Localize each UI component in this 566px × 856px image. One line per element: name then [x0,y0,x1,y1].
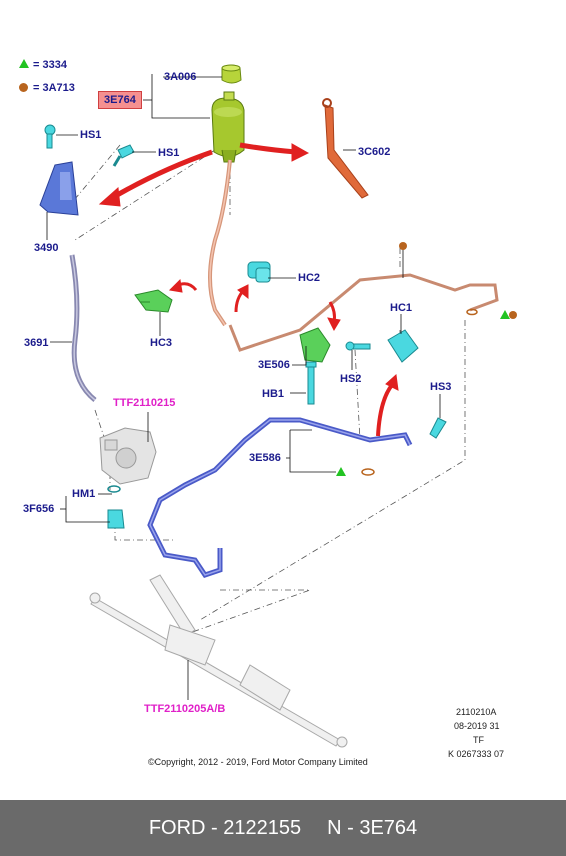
label-hm1: HM1 [72,488,96,500]
clip-hc2 [247,261,271,283]
label-3e586: 3E586 [249,452,281,464]
label-hc2: HC2 [298,272,321,284]
o-ring-hm1 [107,485,121,493]
label-3490: 3490 [34,242,59,254]
bracket-3e506 [299,327,331,363]
marker-3a713-right [509,311,517,319]
label-3c602: 3C602 [358,146,391,158]
label-3e764-highlighted: 3E764 [98,91,142,109]
fitting-3f656 [107,509,125,529]
clip-hc1 [387,329,419,363]
label-3f656: 3F656 [23,503,55,515]
label-hs1-mid: HS1 [158,147,180,159]
marker-3a713-top [399,242,407,250]
marker-3334-right [500,310,510,319]
bolt-hs3 [429,417,447,439]
parts-diagram: = 3334 = 3A713 3A006 3E764 HS1 HS1 3C602… [19,59,517,767]
footer-reference: N - 3E764 [327,816,418,839]
info-line-2: 08-2019 31 [454,721,500,731]
legend-label-3a713: = 3A713 [33,82,75,94]
label-ttf2110205ab: TTF2110205A/B [144,703,226,715]
footer-bar: FORD - 2122155 N - 3E764 [0,800,566,856]
label-hc1: HC1 [390,302,413,314]
label-hs1-top: HS1 [80,129,102,141]
legend-label-3334: = 3334 [33,59,67,71]
direction-arrows [98,142,399,437]
bolt-hs2 [345,341,371,351]
reservoir [211,91,245,163]
info-line-3: TF [473,735,484,745]
copyright-text: ©Copyright, 2012 - 2019, Ford Motor Comp… [148,757,368,767]
bolt-hs1-top [44,124,56,149]
label-hs3: HS3 [430,381,452,393]
legend-circle-icon [19,83,28,92]
bracket-3490 [39,161,79,216]
power-steering-pump [99,427,157,485]
info-line-4: K 0267333 07 [448,749,505,759]
bolt-hb1 [305,361,317,405]
label-hc3: HC3 [150,337,173,349]
label-hs2: HS2 [340,373,362,385]
return-pipe [228,273,499,352]
label-3691: 3691 [24,337,49,349]
label-3e506: 3E506 [258,359,290,371]
label-hb1: HB1 [262,388,285,400]
label-3a006: 3A006 [164,71,197,83]
pressure-hose-3e586 [147,417,413,578]
clip-hc3 [134,289,173,313]
legend-triangle-icon [19,59,29,68]
steering-rack [89,574,348,748]
label-ttf2110215: TTF2110215 [113,397,176,409]
footer-part-number: FORD - 2122155 [148,816,302,839]
leader-lines [46,74,441,700]
reservoir-cap [221,64,242,84]
bracket-3c602 [324,104,369,199]
marker-3334 [336,467,346,476]
info-line-1: 2110210A [456,707,497,717]
